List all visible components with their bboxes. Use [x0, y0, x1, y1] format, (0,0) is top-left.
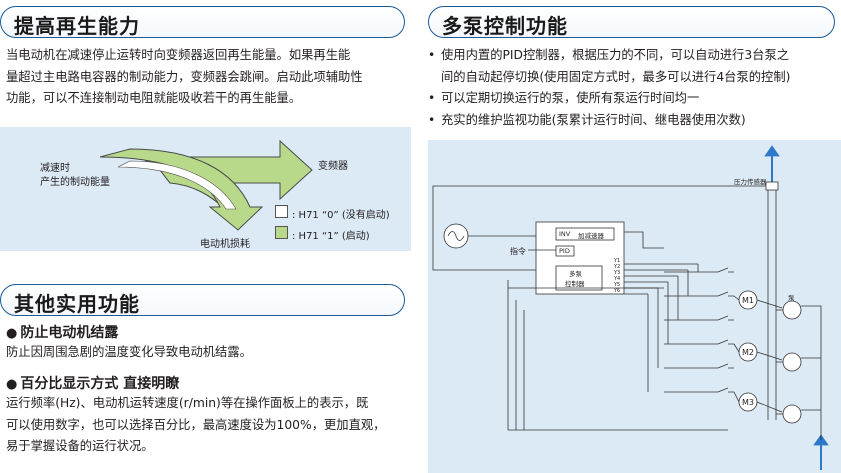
y-terminal-label: Y6 — [614, 288, 621, 294]
percent-display-description-line: 运行频率(Hz)、电动机运转速度(r/min)等在操作面板上的表示，既 — [6, 396, 369, 410]
y-terminal-label: Y5 — [614, 282, 621, 288]
y-terminal-label: Y2 — [614, 264, 621, 270]
decel-energy-label-line1: 减速时 — [40, 163, 70, 174]
y-terminal-label: Y4 — [614, 276, 621, 282]
pressure-sensor-label: 压力传感器 — [734, 178, 767, 186]
other-section-header: 其他实用功能 — [0, 284, 405, 316]
regen-description: 当电动机在减速停止运转时向变频器返回再生能量。如果再生能 量超过主电路电容器的制… — [6, 45, 408, 110]
bullet-dot-icon: • — [428, 112, 436, 127]
condensation-description: 防止因周围急剧的温度变化导致电动机结露。 — [6, 342, 408, 364]
multi-pump-controller-label-line2: 控制器 — [565, 280, 585, 288]
feature-item: •充实的维护监视功能(泵累计运行时间、继电器使用次数) — [428, 110, 790, 132]
bullet-dot-icon: • — [428, 91, 436, 105]
motor-loss-label: 电动机损耗 — [200, 239, 250, 250]
inverter-label: 变频器 — [318, 161, 348, 172]
accel-decel-label: 加减速器 — [578, 232, 604, 240]
multipump-section-header: 多泵控制功能 — [428, 6, 835, 38]
wiring-schematic — [432, 145, 829, 470]
pid-label: PID — [559, 247, 570, 255]
pump-label: 泵 — [788, 294, 795, 302]
y-terminal-label: Y3 — [614, 270, 621, 276]
motor-label-m2: M2 — [742, 348, 754, 357]
decel-energy-label-line2: 产生的制动能量 — [40, 177, 110, 188]
regen-section-header: 提高再生能力 — [0, 6, 405, 38]
motor-label-m1: M1 — [742, 296, 754, 305]
motor-label-m3: M3 — [742, 398, 754, 407]
bullet-icon: ● — [6, 377, 18, 392]
percent-display-description-line: 可以使用数字，也可以选择百分比，最高速度设为100%，更加直观， — [6, 417, 386, 432]
regen-description-line: 当电动机在减速停止运转时向变频器返回再生能量。如果再生能 — [6, 48, 351, 62]
regen-section-title: 提高再生能力 — [14, 14, 140, 38]
legend-swatch-off — [275, 205, 288, 218]
percent-display-heading-text: 百分比显示方式 直接明瞭 — [20, 376, 180, 392]
inv-label: INV — [559, 230, 571, 238]
regen-diagram: 减速时 产生的制动能量 变频器 电动机损耗 : H71 “0” (没有启动) :… — [0, 127, 411, 251]
command-label: 指令 — [510, 247, 526, 256]
percent-display-description: 运行频率(Hz)、电动机运转速度(r/min)等在操作面板上的表示，既 可以使用… — [6, 393, 408, 458]
regen-description-line: 功能，可以不连接制动电阻就能吸收若干的再生能量。 — [6, 91, 302, 105]
multi-pump-controller-label-line1: 多泵 — [569, 270, 582, 278]
legend-swatch-on — [275, 226, 288, 239]
multipump-wiring-diagram: 压力传感器 指令 PID INV 加减速器 多泵 控制器 泵 M1 M2 M3 … — [428, 140, 841, 473]
feature-item: •使用内置的PID控制器，根据压力的不同，可以自动进行3台泵之 — [428, 45, 790, 67]
multipump-section-title: 多泵控制功能 — [442, 14, 568, 38]
regen-energy-arrow-graphic — [99, 139, 313, 231]
legend-label-off: : H71 “0” (没有启动) — [292, 210, 390, 221]
percent-display-description-line: 易于掌握设备的运行状况。 — [6, 439, 154, 453]
regen-description-line: 量超过主电路电容器的制动能力，变频器会跳闸。启动此项辅助性 — [6, 69, 363, 84]
feature-item: •可以定期切换运行的泵，使所有泵运行时间均一 — [428, 88, 790, 110]
condensation-description-line: 防止因周围急剧的温度变化导致电动机结露。 — [6, 345, 252, 359]
percent-display-heading: ●百分比显示方式 直接明瞭 — [6, 373, 179, 393]
bullet-icon: ● — [6, 326, 18, 341]
y-terminal-label: Y1 — [614, 258, 621, 264]
legend-label-on: : H71 “1” (启动) — [292, 231, 370, 242]
condensation-heading-text: 防止电动机结露 — [20, 325, 119, 341]
bullet-dot-icon: • — [428, 48, 436, 62]
condensation-heading: ●防止电动机结露 — [6, 322, 118, 342]
multipump-feature-list: •使用内置的PID控制器，根据压力的不同，可以自动进行3台泵之 间的自动起停切换… — [428, 45, 790, 131]
feature-item-continuation: 间的自动起停切换(使用固定方式时，最多可以进行4台泵的控制) — [441, 69, 791, 84]
other-section-title: 其他实用功能 — [14, 292, 140, 316]
